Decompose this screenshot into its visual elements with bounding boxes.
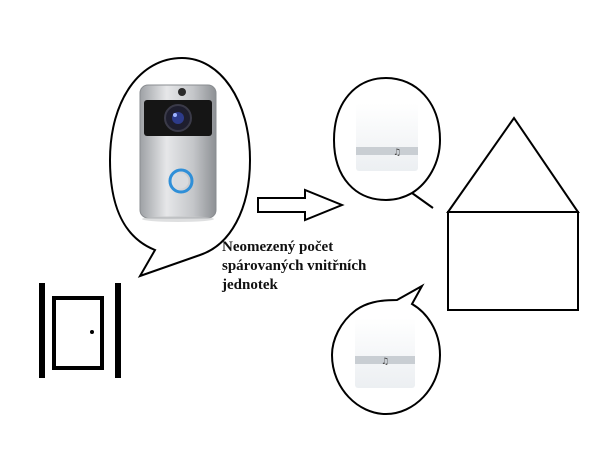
door-knob [90,330,94,334]
music-note-icon: ♫ [381,357,389,367]
indoor-unit-bubble-top: ♫ [332,76,442,209]
door-frame-right [115,283,121,378]
indoor-chime-unit-top [356,103,418,171]
sensor-dot [178,88,186,96]
house-icon [446,116,580,311]
unlimited-units-caption: Neomezený počet spárovaných vnitřních je… [222,238,422,295]
indoor-chime-unit-bottom [355,318,415,388]
door-frame-left [39,283,45,378]
music-note-icon: ♫ [393,148,401,158]
caption-line-3: jednotek [222,277,278,293]
caption-line-1: Neomezený počet [222,239,334,255]
door-panel [52,296,104,370]
chime-speaker-strip [355,356,415,364]
arrow-right-icon [257,188,345,222]
indoor-unit-bubble-bottom: ♫ [330,283,442,416]
house-body [447,211,579,311]
door-icon [39,283,121,378]
house-roof [446,116,580,213]
caption-line-2: spárovaných vnitřních [222,258,367,274]
doorbell-camera-unit [139,84,217,222]
ring-light-icon [168,168,194,194]
chime-speaker-strip [356,147,418,155]
